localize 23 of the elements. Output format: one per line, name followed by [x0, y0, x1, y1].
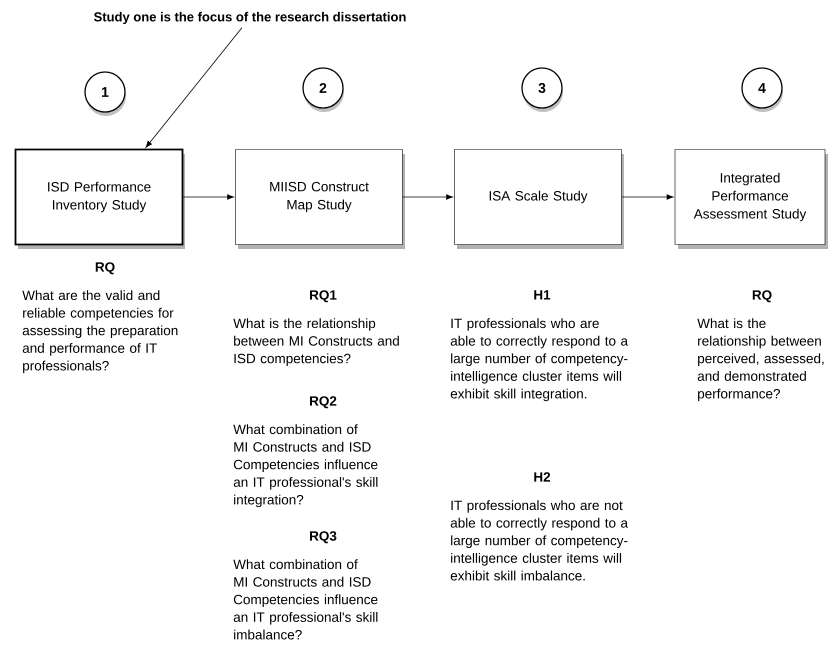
study-box: ISA Scale Study [454, 149, 624, 249]
question-text: IT professionals who are not able to correctly respond to a large number of competency-intelligence cluster items will exhibit skill imbalance. [450, 500, 628, 580]
study-box: Integrated Performance Assessment Study [674, 149, 828, 249]
question-heading: RQ2 [310, 396, 336, 408]
question-heading: RQ [96, 262, 115, 274]
question-text: What is the relationship between MI Constructs and ISD competencies? [233, 318, 399, 366]
question-text: What combination of MI Constructs and ISD Competencies influence an IT professional's skill integration? [233, 424, 378, 508]
question-heading: RQ3 [310, 531, 336, 544]
question-text: What are the valid and reliable competencies for assessing the preparation and performance of IT professionals? [22, 290, 178, 374]
leader-arrow [146, 27, 242, 148]
study-box: MIISD Construct Map Study [235, 149, 405, 249]
question-text: IT professionals who are able to correctly respond to a large number of competency-intelligence cluster items will exhibit skill integration. [450, 318, 628, 402]
question-heading: H1 [534, 290, 550, 300]
question-text: What combination of MI Constructs and ISD Competencies influence an IT professional's skill imbalance? [233, 559, 378, 640]
arrow [621, 194, 674, 200]
arrow [402, 194, 453, 200]
arrow [183, 194, 234, 200]
question-heading: H2 [534, 472, 550, 482]
question-text: What is the relationship between perceived, assessed, and demonstrated performance? [697, 318, 824, 402]
question-heading: RQ [752, 290, 772, 302]
question-heading: RQ1 [310, 290, 336, 302]
annotation-text: Study one is the focus of the research dissertation [94, 12, 406, 24]
study-box: ISD Performance Inventory Study [14, 148, 185, 249]
